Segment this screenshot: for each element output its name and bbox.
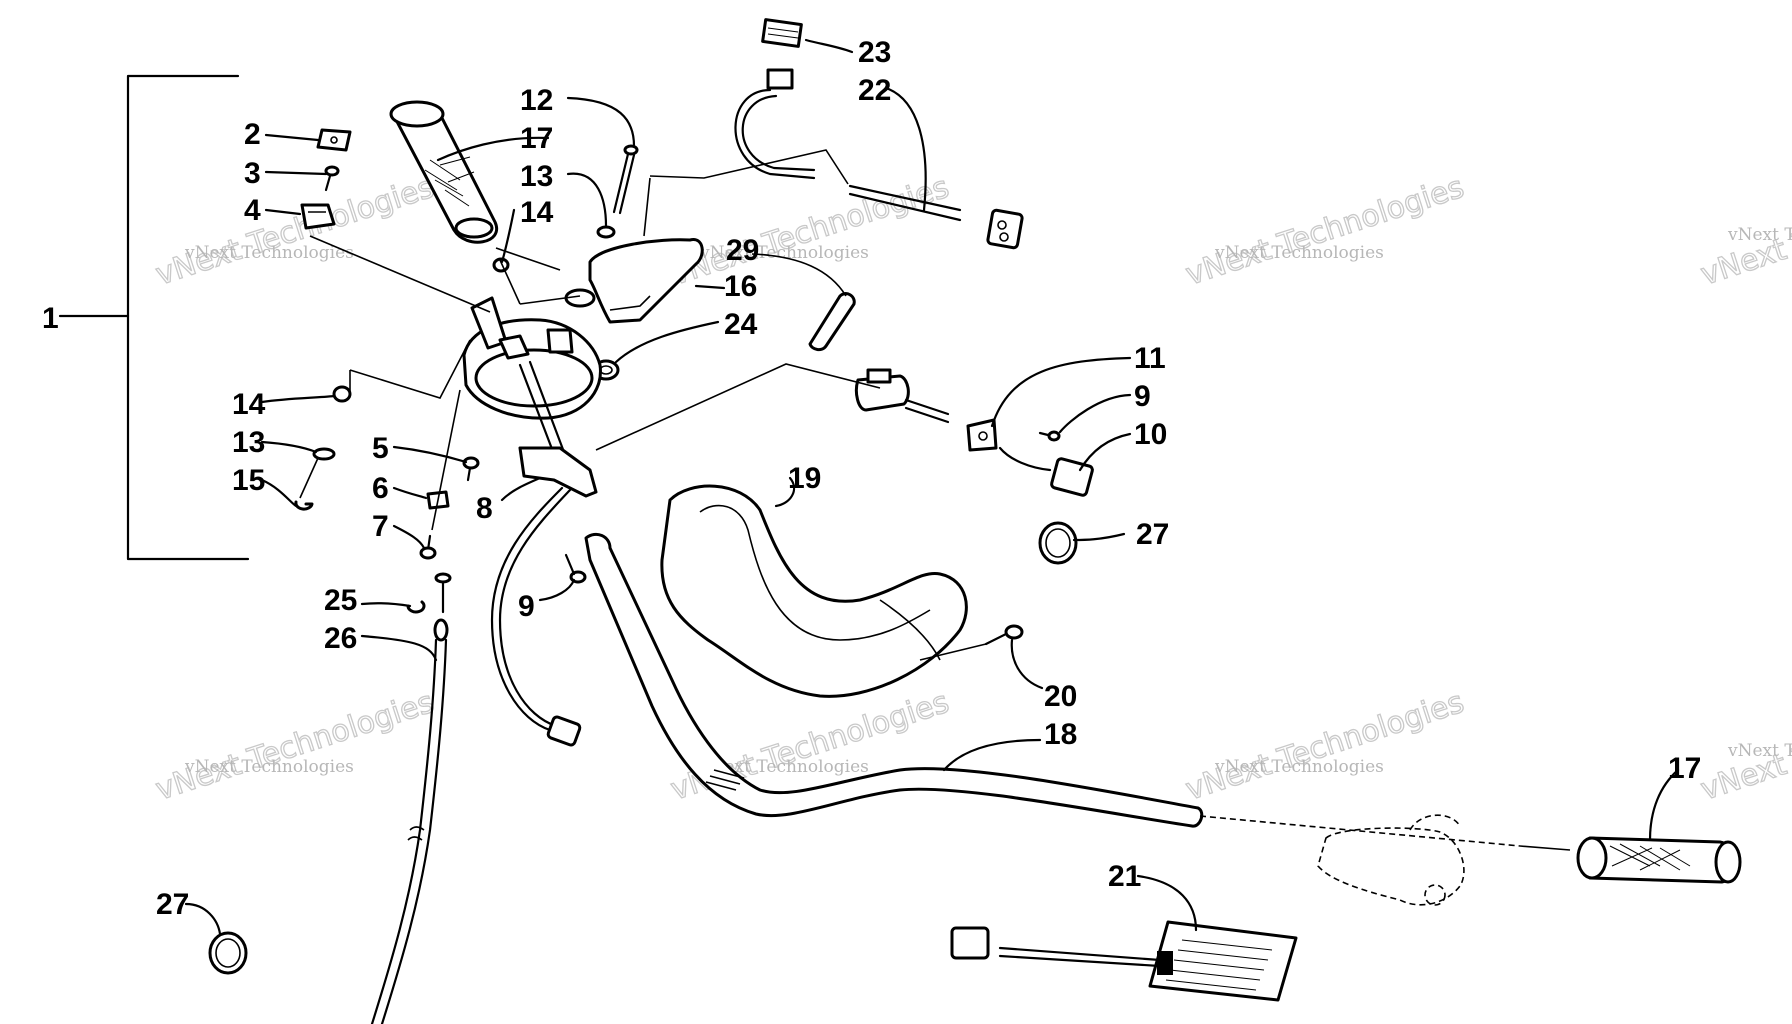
part-switch-cable xyxy=(490,446,598,747)
part-clamp-right xyxy=(1038,521,1078,565)
watermark-small: vNext Technologies xyxy=(184,757,354,777)
callout-18: 18 xyxy=(1044,718,1077,751)
callout-6: 6 xyxy=(372,472,389,505)
callout-9-lower: 9 xyxy=(518,590,535,623)
part-wire-harness xyxy=(734,18,1024,250)
callout-labels: 1 2 3 4 5 6 7 8 9 9 10 11 12 13 13 14 14… xyxy=(42,36,1701,921)
watermark-small: vNext Technologies xyxy=(1727,741,1792,761)
part-handlebar xyxy=(584,532,1571,851)
part-block xyxy=(300,203,336,230)
part-clip-left xyxy=(294,500,314,511)
callout-14-upper: 14 xyxy=(520,196,554,229)
callout-5: 5 xyxy=(372,432,389,465)
callout-27-left: 27 xyxy=(156,888,189,921)
callout-21: 21 xyxy=(1108,860,1141,893)
callout-1: 1 xyxy=(42,302,59,335)
callout-10: 10 xyxy=(1134,418,1167,451)
part-bolt xyxy=(612,144,639,215)
watermark-small: vNext Technologies xyxy=(1727,225,1792,245)
callout-24: 24 xyxy=(724,308,758,341)
callout-17-upper: 17 xyxy=(520,122,553,155)
callout-19: 19 xyxy=(788,462,821,495)
part-screw-20 xyxy=(984,624,1024,646)
watermark-small: vNext Technologies xyxy=(699,243,869,263)
assembly-bracket xyxy=(58,74,250,561)
callout-3: 3 xyxy=(244,157,261,190)
part-grip-upper xyxy=(389,100,499,244)
callout-15: 15 xyxy=(232,464,265,497)
part-washer-upper xyxy=(596,225,616,239)
callout-25: 25 xyxy=(324,584,357,617)
callout-4: 4 xyxy=(244,194,261,227)
callout-26: 26 xyxy=(324,622,357,655)
callout-9-upper: 9 xyxy=(1134,380,1151,413)
callout-13-upper: 13 xyxy=(520,160,553,193)
part-switch-housing xyxy=(462,296,602,472)
part-grip-right xyxy=(1576,836,1742,884)
watermark-large: vNext Technologies xyxy=(1182,685,1469,808)
callout-27-right: 27 xyxy=(1136,518,1169,551)
watermark-small: vNext Technologies xyxy=(699,757,869,777)
callout-20: 20 xyxy=(1044,680,1077,713)
watermark-large: vNext Technologies xyxy=(152,170,439,293)
part-phantom-lever xyxy=(1317,814,1465,906)
part-clamp-left xyxy=(208,931,248,975)
callout-14-lower: 14 xyxy=(232,388,266,421)
callout-7: 7 xyxy=(372,510,389,543)
part-washer-left xyxy=(312,447,336,461)
part-small-screw xyxy=(324,165,340,192)
callout-16: 16 xyxy=(724,270,757,303)
watermark-large: vNext Technologies xyxy=(152,685,439,808)
watermark-small: vNext Technologies xyxy=(1214,243,1384,263)
part-bolt-lower xyxy=(564,553,587,584)
watermark-large: vNext Technologies xyxy=(667,170,954,293)
part-kill-switch xyxy=(854,368,1094,497)
part-screw-5 xyxy=(462,456,480,482)
callout-12: 12 xyxy=(520,84,553,117)
callout-13-lower: 13 xyxy=(232,426,265,459)
callout-29: 29 xyxy=(726,234,759,267)
watermark-large: vNext Technologies xyxy=(1182,170,1469,293)
callout-17-right: 17 xyxy=(1668,752,1701,785)
part-strap xyxy=(808,292,856,352)
callout-2: 2 xyxy=(244,118,261,151)
callout-23: 23 xyxy=(858,36,891,69)
part-throttle-cable xyxy=(370,572,452,1024)
callout-8: 8 xyxy=(476,492,493,525)
callout-22: 22 xyxy=(858,74,891,107)
part-grommet-left xyxy=(332,385,352,403)
watermark-small: vNext Technologies xyxy=(184,243,354,263)
part-heater-element xyxy=(950,920,1298,1002)
watermark-small: vNext Technologies xyxy=(1214,757,1384,777)
part-handlebar-pad xyxy=(660,484,968,698)
leader-lines xyxy=(184,38,1680,936)
callout-11: 11 xyxy=(1134,342,1166,375)
part-screw-7 xyxy=(419,534,437,560)
part-plate xyxy=(316,128,352,152)
